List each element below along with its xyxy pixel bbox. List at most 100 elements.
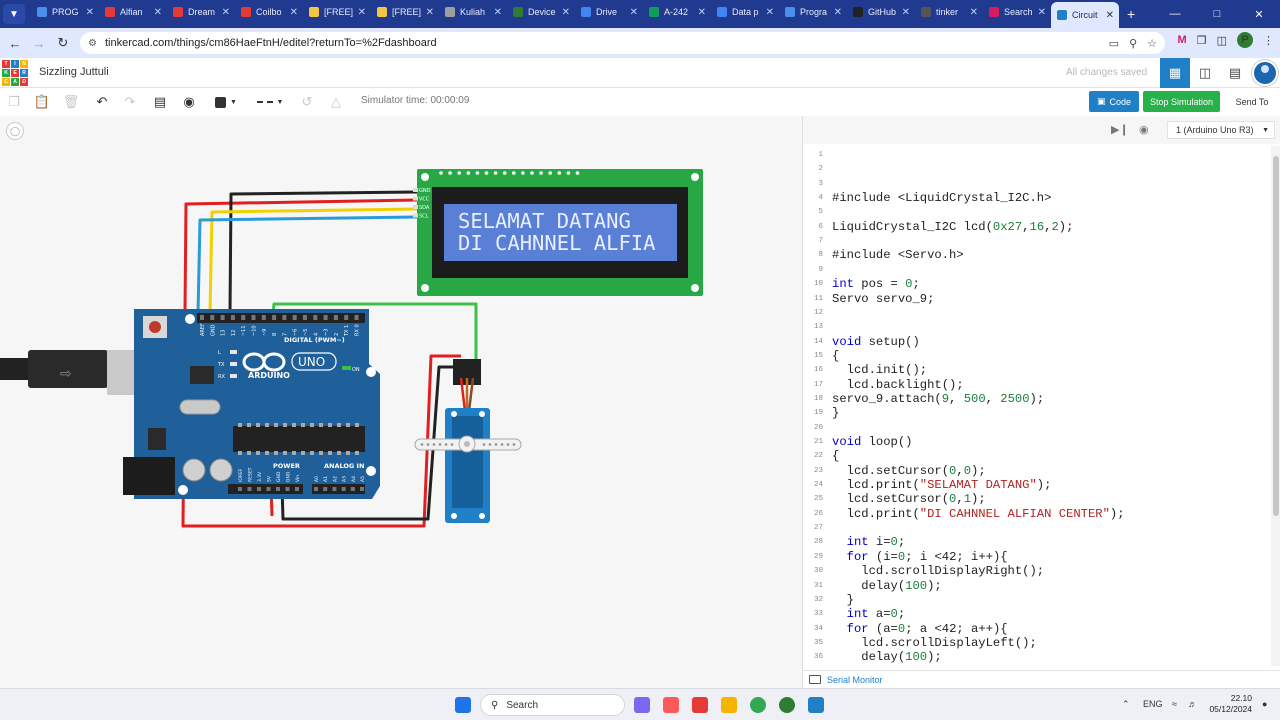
browser-tab[interactable]: Alfian✕ xyxy=(99,0,167,24)
code-line[interactable]: 28 int i=0; xyxy=(803,535,1271,549)
code-line[interactable]: 15{ xyxy=(803,349,1271,363)
tab-close-icon[interactable]: ✕ xyxy=(85,6,94,18)
code-line[interactable]: 9 xyxy=(803,263,1271,277)
browser-tab[interactable]: Device✕ xyxy=(507,0,575,24)
zoom-to-fit-icon[interactable]: ◯ xyxy=(6,122,24,140)
browser-tab[interactable]: tinker✕ xyxy=(915,0,983,24)
flip-icon[interactable]: △ xyxy=(331,94,341,109)
wifi-icon[interactable]: ≈ xyxy=(1172,699,1177,709)
color-picker[interactable]: ▼ xyxy=(211,93,241,111)
paste-icon[interactable]: 📋 xyxy=(33,94,51,109)
tab-close-icon[interactable]: ✕ xyxy=(765,6,774,18)
code-line[interactable]: 25 lcd.setCursor(0,1); xyxy=(803,492,1271,506)
tab-close-icon[interactable]: ✕ xyxy=(561,6,570,18)
install-app-icon[interactable]: ▭ xyxy=(1108,37,1120,50)
chrome-profile-icon[interactable] xyxy=(779,697,795,713)
forward-icon[interactable]: → xyxy=(32,35,46,51)
notifications-icon[interactable]: ● xyxy=(1262,699,1268,709)
code-button[interactable]: ▣Code xyxy=(1089,91,1139,112)
tab-close-icon[interactable]: ✕ xyxy=(493,6,502,18)
code-line[interactable]: 29 for (i=0; i <42; i++){ xyxy=(803,550,1271,564)
tab-search-icon[interactable]: ▼ xyxy=(3,4,25,24)
browser-tab[interactable]: Circuit✕ xyxy=(1051,2,1119,28)
device-select[interactable]: 1 (Arduino Uno R3) ▼ xyxy=(1167,121,1275,139)
file-explorer-icon[interactable] xyxy=(721,697,737,713)
browser-tab[interactable]: Data p✕ xyxy=(711,0,779,24)
browser-tab[interactable]: A-242✕ xyxy=(643,0,711,24)
code-line[interactable]: 32 } xyxy=(803,593,1271,607)
clock[interactable]: 22.10 05/12/2024 xyxy=(1208,693,1252,715)
tab-close-icon[interactable]: ✕ xyxy=(1105,9,1114,21)
back-icon[interactable]: ← xyxy=(8,35,22,51)
tab-close-icon[interactable]: ✕ xyxy=(153,6,162,18)
code-line[interactable]: 2 xyxy=(803,162,1271,176)
zoom-icon[interactable]: ⚲ xyxy=(1129,37,1138,50)
code-line[interactable]: 30 lcd.scrollDisplayRight(); xyxy=(803,564,1271,578)
code-line[interactable]: 33 int a=0; xyxy=(803,607,1271,621)
snipping-tool-icon[interactable] xyxy=(692,697,708,713)
browser-tab[interactable]: Kuliah✕ xyxy=(439,0,507,24)
component-list-icon[interactable]: ▤ xyxy=(1228,65,1242,80)
new-tab-icon[interactable]: + xyxy=(1127,6,1136,22)
code-line[interactable]: 26 lcd.print("DI CAHNNEL ALFIAN CENTER")… xyxy=(803,507,1271,521)
copy-icon[interactable]: ❐ xyxy=(8,94,20,109)
code-line[interactable]: 1 xyxy=(803,148,1271,162)
circuit-view-icon[interactable]: ▦ xyxy=(1160,58,1190,88)
tab-close-icon[interactable]: ✕ xyxy=(357,6,366,18)
minimize-icon[interactable]: — xyxy=(1169,8,1181,20)
notes-icon[interactable]: ▤ xyxy=(153,94,167,109)
project-name[interactable]: Sizzling Juttuli xyxy=(39,66,109,78)
code-scrollbar[interactable] xyxy=(1271,146,1280,666)
app-icon-1[interactable] xyxy=(663,697,679,713)
code-line[interactable]: 5 xyxy=(803,205,1271,219)
chrome-icon[interactable] xyxy=(750,697,766,713)
tab-close-icon[interactable]: ✕ xyxy=(1037,6,1046,18)
volume-icon[interactable]: ♬ xyxy=(1188,699,1197,709)
undo-icon[interactable]: ↶ xyxy=(96,94,108,109)
browser-tab[interactable]: Search✕ xyxy=(983,0,1051,24)
tab-close-icon[interactable]: ✕ xyxy=(289,6,298,18)
tab-close-icon[interactable]: ✕ xyxy=(833,6,842,18)
code-line[interactable]: 4#include <LiquidCrystal_I2C.h> xyxy=(803,191,1271,205)
code-line[interactable]: 34 for (a=0; a <42; a++){ xyxy=(803,622,1271,636)
code-line[interactable]: 22{ xyxy=(803,449,1271,463)
code-line[interactable]: 7 xyxy=(803,234,1271,248)
code-line[interactable]: 24 lcd.print("SELAMAT DATANG"); xyxy=(803,478,1271,492)
close-window-icon[interactable]: ✕ xyxy=(1254,8,1264,21)
taskbar-search[interactable]: ⚲ Search xyxy=(480,694,625,716)
stop-simulation-button[interactable]: Stop Simulation xyxy=(1143,91,1220,112)
tab-close-icon[interactable]: ✕ xyxy=(425,6,434,18)
browser-tab[interactable]: PROG✕ xyxy=(31,0,99,24)
tab-close-icon[interactable]: ✕ xyxy=(697,6,706,18)
bookmark-star-icon[interactable]: ☆ xyxy=(1147,37,1157,50)
extensions-puzzle-icon[interactable]: ❒ xyxy=(1196,34,1207,47)
delete-icon[interactable]: 🗑 xyxy=(62,94,80,109)
code-line[interactable]: 27 xyxy=(803,521,1271,535)
code-line[interactable]: 17 lcd.backlight(); xyxy=(803,378,1271,392)
code-line[interactable]: 12 xyxy=(803,306,1271,320)
browser-tab[interactable]: [FREE]✕ xyxy=(303,0,371,24)
sidebar-icon[interactable]: ◫ xyxy=(1216,34,1227,47)
code-line[interactable]: 23 lcd.setCursor(0,0); xyxy=(803,464,1271,478)
code-line[interactable]: 8#include <Servo.h> xyxy=(803,248,1271,262)
code-line[interactable]: 36 delay(100); xyxy=(803,650,1271,664)
scrollbar-thumb[interactable] xyxy=(1273,156,1279,516)
upload-run-icon[interactable]: ▶❙ xyxy=(1111,124,1129,136)
restore-icon[interactable]: □ xyxy=(1213,8,1221,20)
browser-tab[interactable]: [FREE]✕ xyxy=(371,0,439,24)
tab-close-icon[interactable]: ✕ xyxy=(629,6,638,18)
wire-type-picker[interactable]: ▼ xyxy=(254,93,286,111)
code-line[interactable]: 35 lcd.scrollDisplayLeft(); xyxy=(803,636,1271,650)
browser-tab[interactable]: Progra✕ xyxy=(779,0,847,24)
show-hidden-icons[interactable]: ⌃ xyxy=(1122,699,1130,709)
code-line[interactable]: 19} xyxy=(803,406,1271,420)
send-to-button[interactable]: Send To xyxy=(1228,91,1276,112)
browser-tab[interactable]: Coilbo✕ xyxy=(235,0,303,24)
debugger-icon[interactable]: ◉ xyxy=(1139,124,1149,136)
